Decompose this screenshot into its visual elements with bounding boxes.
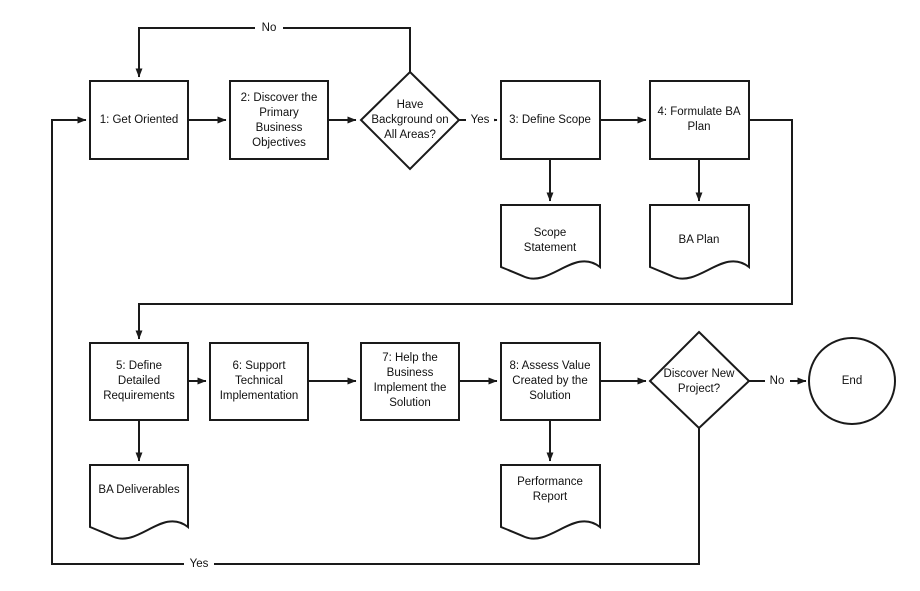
edge-decision2-yes-to-step1 (51, 116, 700, 565)
node-step4-label-line1: 4: Formulate BA (657, 106, 740, 118)
node-step1-label: 1: Get Oriented (100, 114, 179, 126)
edge-label-decision1-yes-text: Yes (471, 114, 490, 126)
node-step2-label-line1: 2: Discover the (241, 92, 318, 104)
node-doc-performance[interactable]: Performance Report (500, 464, 601, 540)
node-step6-label-line3: Implementation (220, 390, 299, 402)
node-doc-scope-label-line2: Statement (524, 242, 577, 254)
edge-label-decision1-no: No (255, 20, 283, 36)
node-step8[interactable]: 8: Assess Value Created by the Solution (500, 342, 601, 421)
node-step6[interactable]: 6: Support Technical Implementation (209, 342, 309, 421)
node-step7-label-line1: 7: Help the (382, 352, 438, 364)
node-step6-label-line2: Technical (235, 375, 283, 387)
edge-step4-to-step5 (135, 119, 793, 340)
node-doc-deliverables[interactable]: BA Deliverables (89, 464, 189, 540)
node-doc-scope[interactable]: Scope Statement (500, 204, 601, 280)
edge-label-decision1-no-text: No (262, 22, 277, 34)
node-step5-label-line2: Detailed (118, 375, 160, 387)
node-step7-label-line3: Implement the (374, 382, 447, 394)
node-step7-label-line2: Business (387, 367, 434, 379)
node-step6-label-line1: 6: Support (232, 360, 286, 372)
node-step4-label-line2: Plan (687, 121, 710, 133)
node-step3[interactable]: 3: Define Scope (500, 80, 601, 160)
node-step2-label-line3: Business (256, 122, 303, 134)
node-step5[interactable]: 5: Define Detailed Requirements (89, 342, 189, 421)
node-step8-label-line3: Solution (529, 390, 571, 402)
node-step8-label-line1: 8: Assess Value (510, 360, 591, 372)
node-step3-label: 3: Define Scope (509, 114, 591, 126)
node-step7[interactable]: 7: Help the Business Implement the Solut… (360, 342, 460, 421)
node-step4[interactable]: 4: Formulate BA Plan (649, 80, 750, 160)
node-decision1-label-line3: All Areas? (384, 129, 436, 141)
edge-label-decision2-yes-text: Yes (190, 558, 209, 570)
node-step2-label-line4: Objectives (252, 137, 306, 149)
node-decision1-label-line2: Background on (371, 114, 448, 126)
node-step8-label-line2: Created by the (512, 375, 587, 387)
node-step7-label-line4: Solution (389, 397, 431, 409)
node-doc-deliverables-label: BA Deliverables (98, 484, 179, 496)
node-decision1-label-line1: Have (397, 99, 424, 111)
node-step2-label-line2: Primary (259, 107, 299, 119)
node-doc-performance-label-line1: Performance (517, 476, 583, 488)
node-decision2-label-line1: Discover New (664, 368, 736, 380)
node-doc-baplan-label: BA Plan (679, 234, 720, 246)
edge-label-decision1-yes: Yes (466, 112, 494, 128)
node-step5-label-line3: Requirements (103, 390, 175, 402)
node-step1[interactable]: 1: Get Oriented (89, 80, 189, 160)
edge-label-decision2-no: No (765, 373, 790, 389)
node-step5-label-line1: 5: Define (116, 360, 162, 372)
node-decision2-label-line2: Project? (678, 383, 720, 395)
node-end[interactable]: End (808, 337, 896, 425)
node-end-label: End (842, 375, 862, 387)
edge-label-decision2-yes: Yes (184, 556, 214, 572)
node-doc-scope-label-line1: Scope (534, 227, 567, 239)
node-step2[interactable]: 2: Discover the Primary Business Objecti… (229, 80, 329, 160)
edge-label-decision2-no-text: No (770, 375, 785, 387)
node-decision2[interactable]: Discover New Project? (648, 330, 751, 430)
node-doc-performance-label-line2: Report (533, 491, 568, 503)
node-doc-baplan[interactable]: BA Plan (649, 204, 750, 280)
node-decision1[interactable]: Have Background on All Areas? (359, 70, 461, 171)
